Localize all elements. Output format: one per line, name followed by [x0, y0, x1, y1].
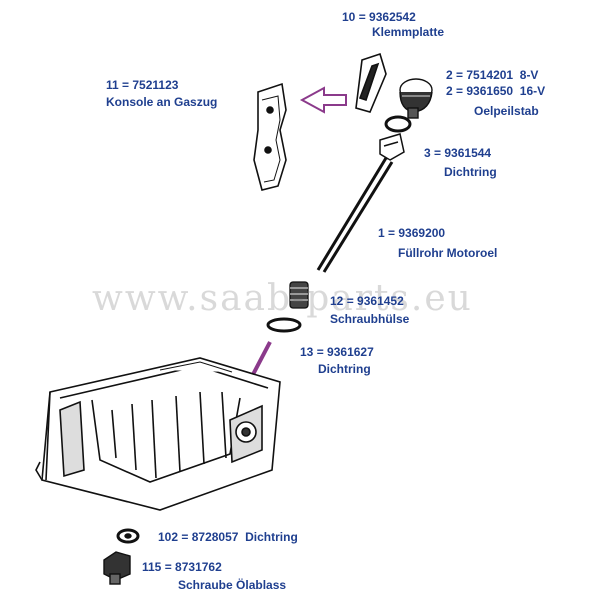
oil-pan-part [35, 357, 281, 511]
label-part-2-b: 2 = 9361650 16-V [446, 84, 546, 98]
label-part-2-a: 2 = 7514201 8-V [446, 68, 539, 82]
label-part-10: 10 = 9362542 [342, 10, 416, 24]
label-part-102: 102 = 8728057 Dichtring [158, 530, 298, 544]
seal-ring-3 [384, 115, 412, 133]
label-part-1-name: Füllrohr Motoroel [398, 246, 498, 260]
label-part-13: 13 = 9361627 [300, 345, 374, 359]
drain-screw-part [103, 551, 131, 585]
label-part-2-name: Oelpeilstab [474, 104, 539, 118]
bracket-part [253, 82, 287, 191]
label-part-115-name: Schraube Ölablass [178, 578, 287, 592]
drain-seal-part [116, 528, 140, 544]
label-part-11-name: Konsole an Gaszug [106, 95, 218, 109]
threaded-sleeve-part [289, 281, 309, 309]
callout-arrow [299, 86, 347, 114]
label-part-10-name: Klemmplatte [372, 25, 445, 39]
label-part-3-name: Dichtring [444, 165, 497, 179]
dipstick-cap-part [399, 78, 433, 119]
label-part-12: 12 = 9361452 [330, 294, 404, 308]
clamp-plate-part [355, 52, 387, 113]
filler-tube-top [379, 133, 405, 161]
o-ring-13 [266, 317, 302, 333]
label-part-115: 115 = 8731762 [142, 560, 222, 574]
label-part-12-name: Schraubhülse [330, 312, 410, 326]
label-part-11: 11 = 7521123 [106, 78, 179, 92]
label-part-13-name: Dichtring [318, 362, 371, 376]
label-part-3: 3 = 9361544 [424, 146, 492, 160]
label-part-1: 1 = 9369200 [378, 226, 446, 240]
filler-tube-part [316, 157, 394, 273]
watermark: www.saab-parts.eu [92, 278, 473, 319]
